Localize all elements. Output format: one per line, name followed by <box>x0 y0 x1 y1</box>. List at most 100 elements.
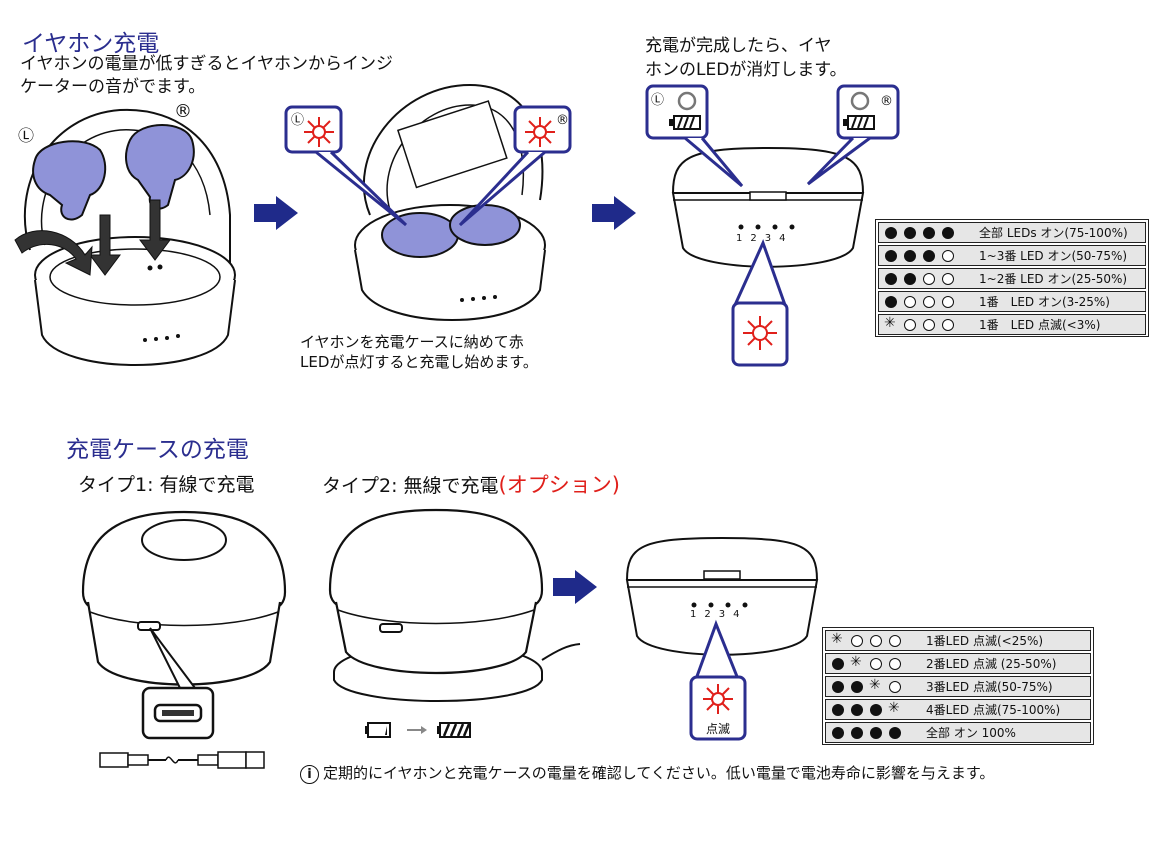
svg-text:Ⓛ: Ⓛ <box>291 113 304 128</box>
table-row: 2番LED 点滅 (25-50%) <box>825 653 1091 674</box>
led-on-icon <box>851 680 863 693</box>
led-number: 2 <box>704 609 711 620</box>
arrow-right-icon <box>254 196 298 230</box>
led-number: 1 <box>690 609 697 620</box>
led-blink-icon <box>850 654 863 670</box>
complete-line1: 充電が完成したら、イヤ <box>645 36 832 56</box>
left-mark: Ⓛ <box>18 126 35 145</box>
led-on-icon <box>832 726 844 739</box>
svg-text:®: ® <box>556 113 569 128</box>
led-off-icon <box>851 634 863 647</box>
led-number: 1 <box>736 233 743 244</box>
insert-caption-1: イヤホンを充電ケースに納めて赤 <box>300 333 524 351</box>
led-off-icon <box>904 295 916 308</box>
row-label: 1~3番 LED オン(50-75%) <box>979 249 1128 263</box>
usb-cable-icon <box>99 751 265 769</box>
led-on-icon <box>832 680 844 693</box>
led-off-icon <box>889 634 901 647</box>
led-on-icon <box>832 703 844 716</box>
led-blink-icon <box>869 677 882 693</box>
table-row: 1番 LED オン(3-25%) <box>878 291 1146 312</box>
type2-prefix: タイプ2: 無線で充電 <box>322 475 499 497</box>
complete-line2: ホンのLEDが消灯します。 <box>645 60 847 80</box>
led-on-icon <box>923 226 935 239</box>
closed-case-charging-illustration <box>625 536 819 656</box>
row-label: 1番 LED 点滅(<3%) <box>979 318 1101 332</box>
wireless-case-illustration <box>328 508 581 702</box>
arrow-right-icon <box>553 570 597 604</box>
usb-port-callout <box>141 627 215 740</box>
row-label: 全部 オン 100% <box>926 726 1016 740</box>
led-off-icon <box>904 318 916 331</box>
led-on-icon <box>885 226 897 239</box>
case-open-earbuds-illustration <box>14 108 236 366</box>
wired-case-illustration <box>81 510 287 686</box>
led-on-icon <box>885 249 897 262</box>
led-on-icon <box>923 249 935 262</box>
led-on-icon <box>885 272 897 285</box>
led-off-icon <box>942 249 954 262</box>
case-red-led-callout <box>731 238 789 367</box>
row-label: 1~2番 LED オン(25-50%) <box>979 272 1128 286</box>
type2-option: (オプション) <box>498 473 620 497</box>
led-blink-icon <box>884 315 897 331</box>
section1-title: イヤホン充電 <box>22 31 160 57</box>
led-on-icon <box>851 703 863 716</box>
led-blink-icon <box>888 700 901 716</box>
right-mark: ® <box>174 101 192 122</box>
led-off-icon <box>923 295 935 308</box>
case-battery-table: 1番LED 点滅(<25%) 2番LED 点滅 (25-50%) 3番LED 点… <box>822 627 1094 745</box>
led-number: 3 <box>718 609 726 620</box>
led-number: 4 <box>733 609 740 620</box>
led-on-icon <box>889 726 901 739</box>
led-number: 3 <box>764 233 772 244</box>
led-off-icon <box>870 634 882 647</box>
table-row: 1~2番 LED オン(25-50%) <box>878 268 1146 289</box>
led-number: 2 <box>750 233 757 244</box>
earbud-battery-table: 全部 LEDs オン(75-100%) 1~3番 LED オン(50-75%) … <box>875 219 1149 337</box>
row-label: 1番 LED オン(3-25%) <box>979 295 1110 309</box>
row-label: 4番LED 点滅(75-100%) <box>926 703 1061 717</box>
svg-text:®: ® <box>880 94 893 109</box>
led-off-icon <box>889 657 901 670</box>
note-text: 定期的にイヤホンと充電ケースの電量を確認してください。低い電量で電池寿命に影響を… <box>323 764 995 782</box>
table-row: 1番LED 点滅(<25%) <box>825 630 1091 651</box>
led-on-icon <box>870 726 882 739</box>
led-on-icon <box>851 726 863 739</box>
right-led-off-callout: ® <box>806 84 900 186</box>
right-red-led-callout: ® <box>458 105 572 227</box>
led-number-row: 1 2 3 4 <box>736 233 786 244</box>
blink-label: 点滅 <box>706 722 731 736</box>
left-led-off-callout: Ⓛ <box>645 84 744 188</box>
led-on-icon <box>870 703 882 716</box>
insert-caption-2: LEDが点灯すると充電し始めます。 <box>300 353 538 371</box>
led-off-icon <box>942 272 954 285</box>
table-row: 1番 LED 点滅(<3%) <box>878 314 1146 335</box>
row-label: 1番LED 点滅(<25%) <box>926 634 1044 648</box>
led-off-icon <box>923 318 935 331</box>
led-on-icon <box>904 272 916 285</box>
left-red-led-callout: Ⓛ <box>284 105 408 227</box>
table-row: 4番LED 点滅(75-100%) <box>825 699 1091 720</box>
led-on-icon <box>904 226 916 239</box>
led-on-icon <box>832 657 844 670</box>
type1-label: タイプ1: 有線で充電 <box>78 474 255 496</box>
led-off-icon <box>942 318 954 331</box>
info-icon: i <box>300 765 319 784</box>
table-row: 全部 LEDs オン(75-100%) <box>878 222 1146 243</box>
led-blink-icon <box>831 631 844 647</box>
led-number-row: 1 2 3 4 <box>690 609 740 620</box>
table-row: 3番LED 点滅(50-75%) <box>825 676 1091 697</box>
battery-progress-icon <box>365 722 471 738</box>
table-row: 1~3番 LED オン(50-75%) <box>878 245 1146 266</box>
table-row: 全部 オン 100% <box>825 722 1091 743</box>
led-off-icon <box>870 657 882 670</box>
led-off-icon <box>889 680 901 693</box>
led-off-icon <box>942 295 954 308</box>
section2-title: 充電ケースの充電 <box>66 437 249 463</box>
led-number: 4 <box>779 233 786 244</box>
svg-text:Ⓛ: Ⓛ <box>651 93 664 108</box>
row-label: 3番LED 点滅(50-75%) <box>926 680 1053 694</box>
blink-led-callout <box>689 619 747 741</box>
